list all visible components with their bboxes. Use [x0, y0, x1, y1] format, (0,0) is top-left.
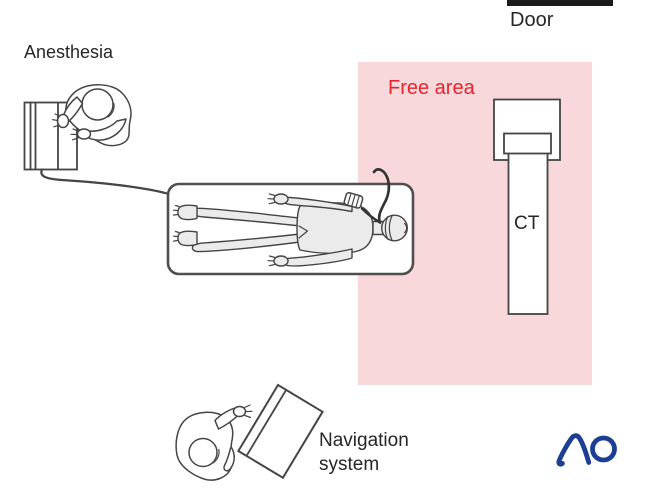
ao-logo-a — [556, 433, 592, 467]
breathing-tube — [372, 168, 391, 224]
free-area-label: Free area — [388, 77, 475, 99]
ao-logo — [556, 433, 617, 467]
anesthesia-cable — [40, 168, 169, 195]
anesthetist-figure — [51, 84, 132, 147]
navigation-monitor — [236, 383, 324, 480]
ct-scanner — [493, 98, 561, 315]
ct-slider — [503, 132, 552, 155]
navigation-system-label: Navigation system — [319, 429, 409, 477]
ct-label: CT — [514, 213, 540, 234]
navigation-system-label-line2: system — [319, 454, 380, 475]
door-bar — [507, 0, 613, 6]
navigation-system-label-line1: Navigation — [319, 430, 409, 451]
tube-connector — [343, 191, 364, 209]
ao-logo-o — [590, 435, 617, 463]
breathing-tube-branch — [360, 207, 382, 224]
navigation-operator-figure — [175, 404, 253, 481]
anesthesia-label: Anesthesia — [24, 42, 114, 62]
patient-figure — [172, 193, 409, 267]
door-label: Door — [510, 9, 554, 31]
